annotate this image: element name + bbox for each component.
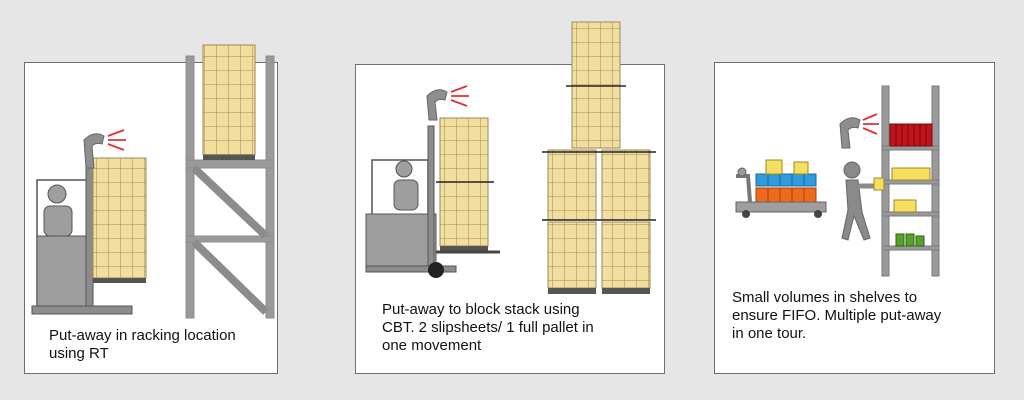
caption-line: Small volumes in shelves to (732, 289, 918, 306)
caption-line: one movement (382, 337, 482, 354)
caption-line: CBT. 2 slipsheets/ 1 full pallet in (382, 319, 594, 336)
panel-shelves: Small volumes in shelves to ensure FIFO.… (714, 62, 995, 374)
caption-line: using RT (49, 345, 109, 362)
caption-line: Put-away to block stack using (382, 301, 580, 318)
panel-racking: Put-away in racking location using RT (24, 62, 278, 374)
caption-line: in one tour. (732, 325, 807, 342)
caption-line: ensure FIFO. Multiple put-away (732, 307, 942, 324)
caption-block-stack: Put-away to block stack using CBT. 2 sli… (382, 301, 594, 355)
caption-line: Put-away in racking location (49, 327, 236, 344)
caption-racking: Put-away in racking location using RT (49, 327, 236, 363)
panel-block-stack: Put-away to block stack using CBT. 2 sli… (355, 64, 665, 374)
caption-shelves: Small volumes in shelves to ensure FIFO.… (732, 289, 941, 343)
